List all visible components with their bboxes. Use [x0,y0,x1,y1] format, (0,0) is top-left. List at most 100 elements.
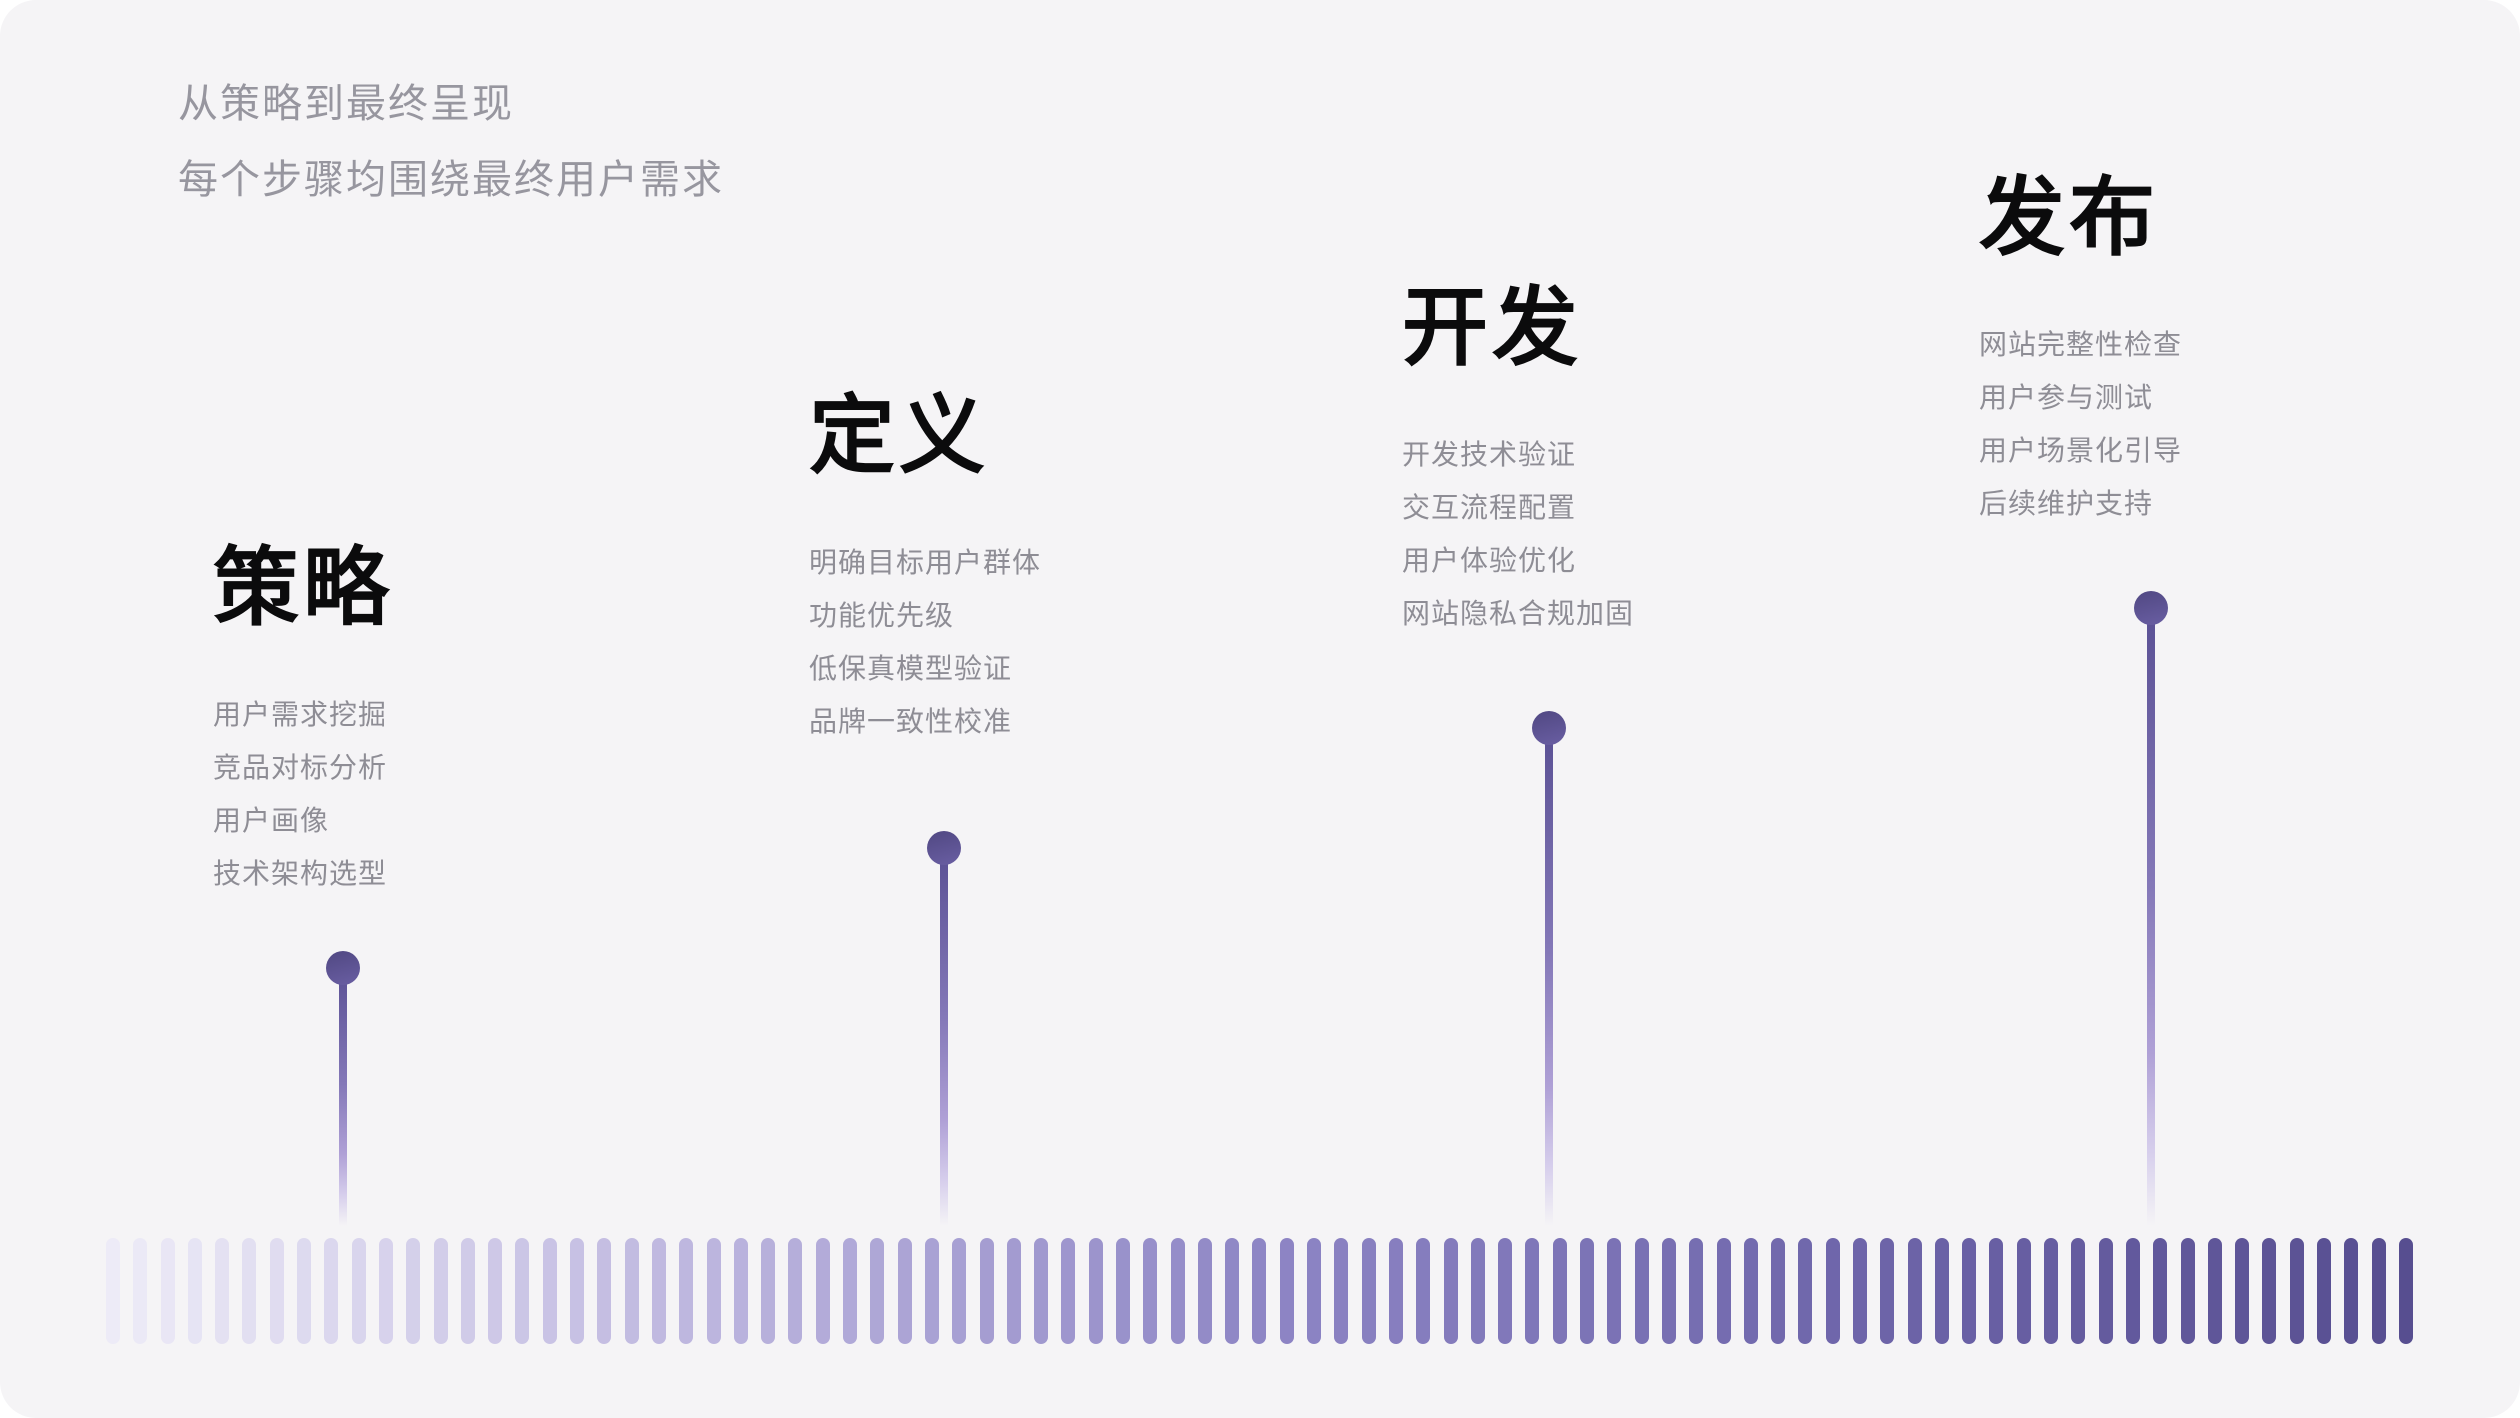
list-item: 交互流程配置 [1402,492,1577,523]
timeline-bar [187,1238,202,1344]
milestone-dot [326,951,360,985]
timeline-bar [269,1238,284,1344]
timeline-bar [1880,1238,1895,1344]
timeline-bar [1115,1238,1130,1344]
timeline-bar [1225,1238,1240,1344]
timeline-bar [2344,1238,2359,1344]
milestone-dot [927,831,961,865]
timeline-bar [488,1238,503,1344]
timeline-bar [1307,1238,1322,1344]
stage-define-list: 明确目标用户群体 功能优先级 低保真模型验证 品牌一致性校准 [809,536,1041,748]
connector-stem [2147,608,2155,1226]
list-item: 开发技术验证 [1402,439,1577,470]
list-item: 用户需求挖掘 [213,699,388,730]
timeline-bar [2180,1238,2195,1344]
stage-develop-list: 开发技术验证 交互流程配置 用户体验优化 网站隐私合规加固 [1402,428,1634,640]
timeline-bar [706,1238,721,1344]
stage-launch-title: 发布 [1979,170,2159,266]
timeline-bar [897,1238,912,1344]
list-item: 技术架构选型 [213,858,388,889]
timeline-bar [597,1238,612,1344]
timeline-bar [2317,1238,2332,1344]
timeline-bar [1525,1238,1540,1344]
timeline-bar [2207,1238,2222,1344]
timeline-bar [1634,1238,1649,1344]
timeline-bar [2398,1238,2413,1344]
timeline-bar [542,1238,557,1344]
timeline-bar [378,1238,393,1344]
list-item: 网站隐私合规加固 [1402,598,1635,629]
timeline-bar [2125,1238,2140,1344]
timeline-bar [1907,1238,1922,1344]
timeline-bar [761,1238,776,1344]
timeline-bar [2153,1238,2168,1344]
timeline-bar [215,1238,230,1344]
connector-stem [1545,728,1553,1226]
intro-subtitle: 从策略到最终呈现 每个步骤均围绕最终用户需求 [178,66,724,218]
list-item: 明确目标用户群体 [809,547,1042,578]
timeline-bar [2098,1238,2113,1344]
timeline-bar [979,1238,994,1344]
timeline-bar [1006,1238,1021,1344]
timeline-bar [106,1238,120,1344]
timeline-bar [924,1238,939,1344]
timeline-bar [1498,1238,1513,1344]
timeline-bar [1607,1238,1622,1344]
timeline-bar [1034,1238,1049,1344]
timeline-bar [952,1238,967,1344]
timeline-bar [1170,1238,1185,1344]
list-item: 低保真模型验证 [809,653,1013,684]
timeline-bar [679,1238,694,1344]
timeline-bar [2289,1238,2304,1344]
timeline-bar [1934,1238,1949,1344]
list-item: 用户参与测试 [1979,382,2154,413]
milestone-dot [1532,711,1566,745]
stage-develop-title: 开发 [1402,280,1582,376]
timeline-bar [1743,1238,1758,1344]
timeline-bar [2071,1238,2086,1344]
timeline-bar [1279,1238,1294,1344]
timeline-bar [788,1238,803,1344]
timeline-bar [1416,1238,1431,1344]
list-item: 用户场景化引导 [1979,435,2183,466]
timeline-bar [1661,1238,1676,1344]
list-item: 品牌一致性校准 [809,706,1013,737]
timeline-bar [1443,1238,1458,1344]
milestone-dot [2134,591,2168,625]
list-item: 功能优先级 [809,600,955,631]
timeline-bar [1552,1238,1567,1344]
stage-develop: 开发 开发技术验证 交互流程配置 用户体验优化 网站隐私合规加固 [1402,278,1634,640]
stage-define: 定义 明确目标用户群体 功能优先级 低保真模型验证 品牌一致性校准 [809,386,1041,748]
timeline-bar [1361,1238,1376,1344]
stage-strategy: 策略 用户需求挖掘 竞品对标分析 用户画像 技术架构选型 [213,538,393,900]
timeline-bar [133,1238,148,1344]
timeline-bar [624,1238,639,1344]
timeline-bar [2044,1238,2059,1344]
timeline-bar [2262,1238,2277,1344]
timeline-bar [843,1238,858,1344]
timeline-bar [433,1238,448,1344]
timeline-bar [1989,1238,2004,1344]
connector-stem [339,968,347,1226]
list-item: 后续维护支持 [1979,488,2154,519]
stage-launch-list: 网站完整性检查 用户参与测试 用户场景化引导 后续维护支持 [1979,318,2182,530]
timeline-bar [1334,1238,1349,1344]
timeline-bar [1962,1238,1977,1344]
timeline-bar [242,1238,257,1344]
timeline-bar [351,1238,366,1344]
stage-strategy-title: 策略 [213,540,393,636]
intro-subtitle-line1: 从策略到最终呈现 [178,82,514,126]
timeline-bar [733,1238,748,1344]
timeline-bar [870,1238,885,1344]
timeline-bar [815,1238,830,1344]
timeline-bar [2371,1238,2386,1344]
timeline-bar [1197,1238,1212,1344]
timeline-bar [651,1238,666,1344]
timeline-bar [406,1238,421,1344]
timeline-bar [1689,1238,1704,1344]
timeline-bar [324,1238,339,1344]
timeline-bar [2235,1238,2250,1344]
timeline-bar [1853,1238,1867,1344]
timeline-bar [1470,1238,1485,1344]
